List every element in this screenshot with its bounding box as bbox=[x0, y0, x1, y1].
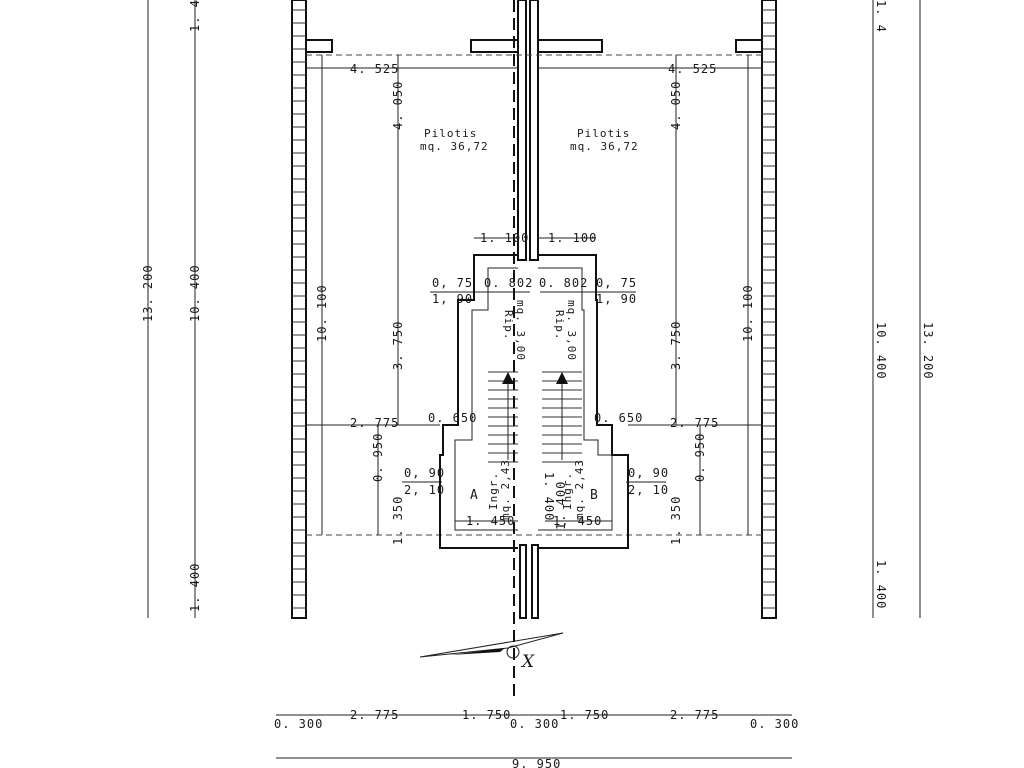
core-left-outline bbox=[439, 254, 518, 549]
pillar-right bbox=[735, 39, 763, 53]
dim-top-right: 4. 525 bbox=[668, 62, 717, 76]
beam-line bbox=[305, 39, 763, 536]
dimension-lines bbox=[147, 0, 921, 759]
party-wall-upper-right bbox=[529, 0, 539, 261]
unit-label-a: A bbox=[470, 488, 478, 503]
dim-1400-top-right: 1. 4 bbox=[874, 0, 888, 33]
dimension-labels: 4. 525 4. 525 4. 050 4. 050 3. 750 3. 75… bbox=[141, 0, 935, 768]
dim-2775-left: 2. 775 bbox=[350, 416, 399, 430]
orientation-label: X bbox=[520, 652, 535, 672]
dim-bottom-0300-left: 0. 300 bbox=[274, 717, 323, 731]
room-ingr-right-area: mq. 2,43 bbox=[573, 459, 586, 520]
room-rip-right-name: Rip. bbox=[553, 310, 566, 341]
dim-4050-right: 4. 050 bbox=[669, 81, 683, 130]
dim-door-0802-right: 0. 802 bbox=[539, 276, 588, 290]
dim-2775-right: 2. 775 bbox=[670, 416, 719, 430]
dim-1400-bottom-right: 1. 400 bbox=[874, 560, 888, 609]
section-circle bbox=[506, 645, 520, 659]
section-marker bbox=[419, 632, 564, 659]
dim-1400-bottom-left: 1. 400 bbox=[188, 563, 202, 612]
dim-1450-right: 1. 450 bbox=[553, 514, 602, 528]
core-left-inner bbox=[454, 267, 518, 531]
core-right-inner bbox=[538, 267, 613, 531]
room-rip-left-area: mq. 3,00 bbox=[514, 300, 527, 361]
dim-1400-ingr-left: 1. 400 bbox=[542, 472, 556, 521]
pillar-center-left bbox=[470, 39, 519, 53]
dim-1100-right: 1. 100 bbox=[548, 231, 597, 245]
room-ingr-left-name: Ingr. bbox=[487, 472, 500, 510]
pillar-left bbox=[305, 39, 333, 53]
room-pilotis-right-area: mq. 36,72 bbox=[570, 140, 639, 153]
dim-door-190-left: 1, 90 bbox=[432, 292, 473, 306]
dim-0650-right: 0. 650 bbox=[594, 411, 643, 425]
stair-arrow-left-head bbox=[502, 372, 514, 384]
room-pilotis-right-name: Pilotis bbox=[577, 127, 630, 140]
dim-door-090-left: 0, 90 bbox=[404, 466, 445, 480]
dim-1450-left: 1. 450 bbox=[466, 514, 515, 528]
unit-label-b: B bbox=[590, 488, 598, 503]
dim-total-width: 9. 950 bbox=[512, 757, 561, 768]
dim-10100-left: 10. 100 bbox=[315, 284, 329, 342]
dim-1400-top-left: 1. 4 bbox=[188, 0, 202, 32]
dim-10400-right: 10. 400 bbox=[874, 322, 888, 380]
core-right-outline bbox=[538, 254, 629, 549]
dim-1400-ingr-right: 1. 400 bbox=[554, 481, 568, 530]
stair-treads bbox=[488, 371, 582, 463]
dim-3750-left: 3. 750 bbox=[391, 321, 405, 370]
dim-door-075-left: 0, 75 bbox=[432, 276, 473, 290]
dim-door-075-right: 0, 75 bbox=[596, 276, 637, 290]
room-rip-left-name: Rip. bbox=[502, 310, 515, 341]
room-pilotis-left-name: Pilotis bbox=[424, 127, 477, 140]
wall-hatching bbox=[292, 9, 776, 609]
section-wedge bbox=[419, 632, 564, 658]
party-wall-upper-left bbox=[517, 0, 527, 261]
dim-1350-left: 1. 350 bbox=[391, 496, 405, 545]
dim-0650-left: 0. 650 bbox=[428, 411, 477, 425]
party-wall-lower-right bbox=[531, 544, 539, 619]
dim-door-210-left: 2, 10 bbox=[404, 483, 445, 497]
dim-13200-left: 13. 200 bbox=[141, 264, 155, 322]
dim-bottom-1750-left: 1. 750 bbox=[462, 708, 511, 722]
dim-door-210-right: 2, 10 bbox=[628, 483, 669, 497]
dim-door-090-right: 0, 90 bbox=[628, 466, 669, 480]
outer-walls bbox=[291, 0, 777, 619]
dim-10400-left: 10. 400 bbox=[188, 264, 202, 322]
stair-arrow-right-head bbox=[556, 372, 568, 384]
dim-4050-left: 4. 050 bbox=[391, 81, 405, 130]
dim-0950-right: 0. 950 bbox=[693, 433, 707, 482]
room-pilotis-left-area: mq. 36,72 bbox=[420, 140, 489, 153]
dim-door-190-right: 1, 90 bbox=[596, 292, 637, 306]
section-wedge-fill bbox=[450, 648, 505, 655]
dim-bottom-0300-mid: 0. 300 bbox=[510, 717, 559, 731]
dim-1350-right: 1. 350 bbox=[669, 496, 683, 545]
dim-bottom-0300-right: 0. 300 bbox=[750, 717, 799, 731]
dim-top-left: 4. 525 bbox=[350, 62, 399, 76]
dim-13200-right: 13. 200 bbox=[921, 322, 935, 380]
dim-3750-right: 3. 750 bbox=[669, 321, 683, 370]
room-ingr-right-name: Ingr. bbox=[561, 472, 574, 510]
dim-bottom-2775-right: 2. 775 bbox=[670, 708, 719, 722]
room-labels: Pilotis mq. 36,72 Pilotis mq. 36,72 Rip.… bbox=[420, 127, 639, 672]
dim-1100-left: 1. 100 bbox=[480, 231, 529, 245]
party-wall-lower-left bbox=[519, 544, 527, 619]
room-rip-right-area: mq. 3,00 bbox=[565, 300, 578, 361]
dim-door-0802-left: 0. 802 bbox=[484, 276, 533, 290]
dim-bottom-1750-right: 1. 750 bbox=[560, 708, 609, 722]
dim-0950-left: 0. 950 bbox=[371, 433, 385, 482]
room-ingr-left-area: mq. 2,43 bbox=[499, 459, 512, 520]
dim-bottom-2775-left: 2. 775 bbox=[350, 708, 399, 722]
pillar-center-right bbox=[537, 39, 603, 53]
dim-10100-right: 10. 100 bbox=[741, 284, 755, 342]
